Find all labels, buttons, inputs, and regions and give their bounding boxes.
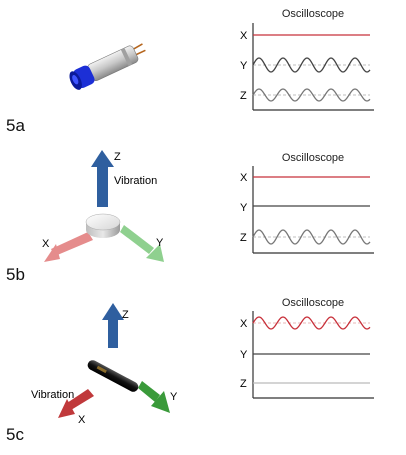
panel-label-5b: 5b	[6, 265, 25, 284]
sensor-disc-5b	[85, 213, 121, 238]
axis-label-z-5b: Z	[114, 151, 121, 163]
panel-5a: 5a Oscilloscope X Y Z	[6, 8, 374, 135]
trace-z-5b	[252, 229, 371, 245]
oscilloscope-5a: Oscilloscope X Y Z	[240, 8, 374, 111]
channel-label-y-5a: Y	[240, 60, 248, 72]
axis-arrow-y-5b	[120, 225, 164, 262]
channel-label-x-5a: X	[240, 30, 248, 42]
scope-title-5a: Oscilloscope	[282, 8, 344, 20]
trace-x-5c	[252, 316, 371, 330]
axis-arrow-z-5b	[91, 150, 114, 207]
vibration-label-5c: Vibration	[31, 389, 74, 401]
channel-label-y-5b: Y	[240, 202, 248, 214]
channel-label-x-5b: X	[240, 172, 248, 184]
trace-z-5a	[252, 88, 371, 102]
axis-arrow-z-5c	[102, 303, 124, 348]
oscilloscope-5b: Oscilloscope X Y Z	[240, 152, 374, 254]
axis-arrow-x-5c	[58, 389, 94, 418]
sensor-cylinder-5a	[69, 43, 146, 90]
axis-label-x-5c: X	[78, 414, 86, 426]
panel-5b: 5b Z Vibration X Y Oscilloscope	[6, 150, 374, 284]
channel-label-z-5b: Z	[240, 232, 247, 244]
oscilloscope-5c: Oscilloscope X Y Z	[240, 297, 374, 399]
axis-label-y-5c: Y	[170, 391, 178, 403]
channel-label-z-5a: Z	[240, 90, 247, 102]
axis-arrow-x-5b	[44, 232, 93, 262]
scope-title-5c: Oscilloscope	[282, 297, 344, 309]
channel-label-y-5c: Y	[240, 349, 248, 361]
panel-5c: 5c Z X Vibration Y Oscilloscope	[6, 297, 374, 444]
scope-title-5b: Oscilloscope	[282, 152, 344, 164]
panel-label-5a: 5a	[6, 116, 25, 135]
channel-label-z-5c: Z	[240, 378, 247, 390]
axis-label-x-5b: X	[42, 238, 50, 250]
sensor-stick-5c	[87, 360, 139, 392]
trace-y-5a	[252, 57, 371, 73]
panel-label-5c: 5c	[6, 425, 24, 444]
axis-arrow-y-5c	[138, 381, 170, 413]
axis-label-y-5b: Y	[156, 237, 164, 249]
channel-label-x-5c: X	[240, 318, 248, 330]
vibration-label-5b: Vibration	[114, 175, 157, 187]
axis-label-z-5c: Z	[122, 309, 129, 321]
